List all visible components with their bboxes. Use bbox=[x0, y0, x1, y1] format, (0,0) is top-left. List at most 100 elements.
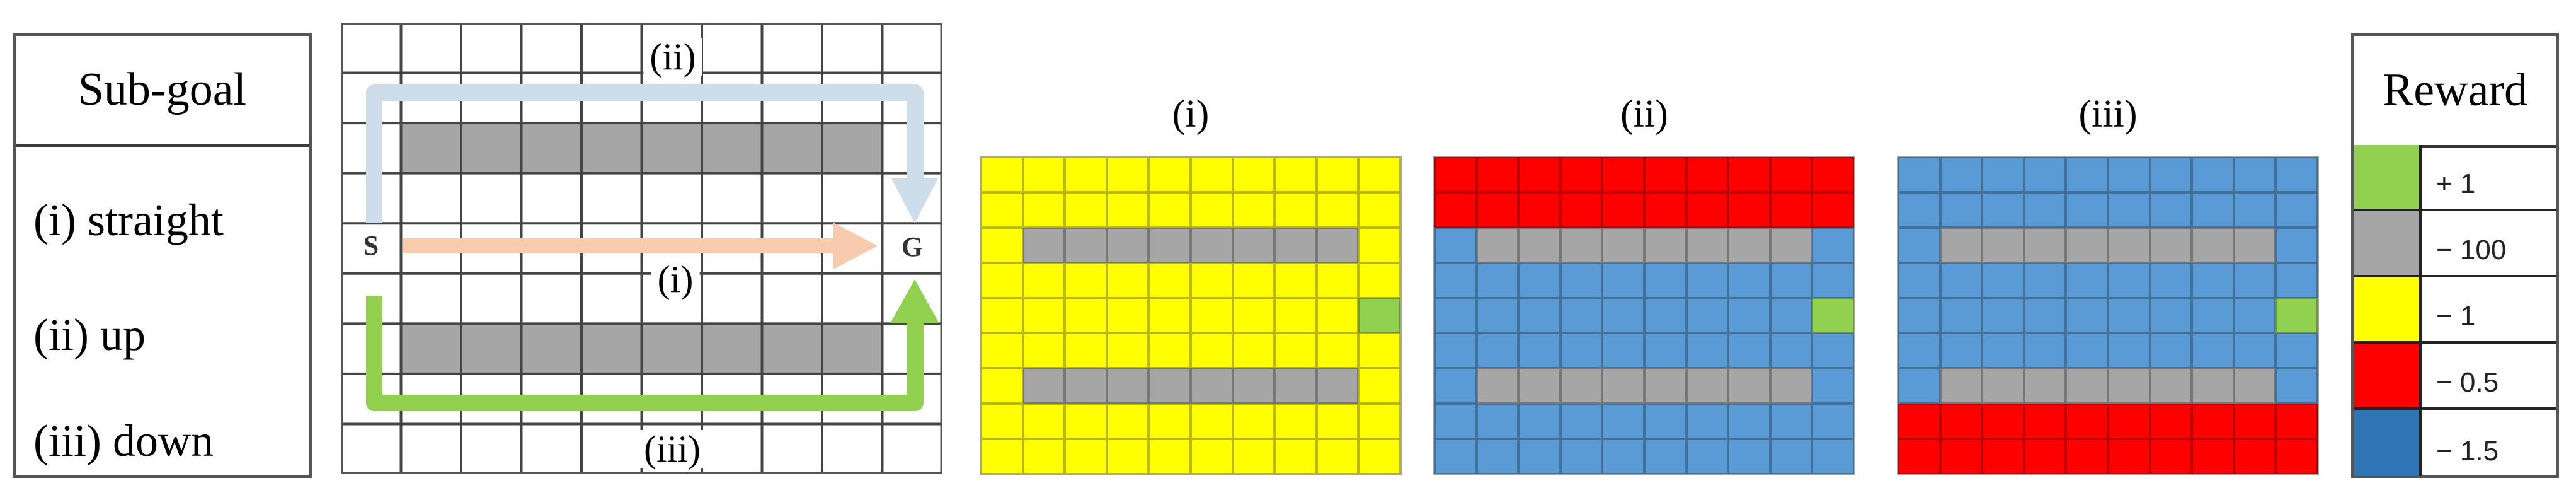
map-cell bbox=[2107, 368, 2150, 404]
map-cell bbox=[1644, 192, 1686, 228]
map-cell bbox=[2024, 368, 2066, 404]
map-cell bbox=[1476, 298, 1519, 334]
map-cell bbox=[2024, 227, 2066, 263]
map-cell bbox=[2150, 333, 2192, 369]
map-cell bbox=[1274, 404, 1317, 439]
map-cell bbox=[981, 192, 1023, 228]
reward-map-straight bbox=[980, 156, 1402, 475]
map-cell bbox=[2066, 333, 2108, 369]
map-cell bbox=[1190, 157, 1233, 192]
map-cell bbox=[1274, 227, 1317, 263]
map-cell bbox=[1728, 368, 1770, 404]
map-cell bbox=[1602, 227, 1644, 263]
map-cell bbox=[1022, 227, 1065, 263]
map-cell bbox=[1728, 439, 1770, 474]
map-cell bbox=[2150, 227, 2192, 263]
map-cell bbox=[1812, 227, 1854, 263]
map-cell bbox=[1148, 157, 1191, 192]
map-cell bbox=[1274, 157, 1317, 192]
map-cell bbox=[981, 404, 1023, 439]
map-cell bbox=[2192, 262, 2234, 298]
map-cell bbox=[1940, 368, 1983, 404]
map-cell bbox=[1602, 333, 1644, 369]
map-cell bbox=[1560, 368, 1603, 404]
map-cell bbox=[1602, 404, 1644, 439]
map-cell bbox=[1434, 262, 1477, 298]
map-cell bbox=[1898, 157, 1940, 192]
map-cell bbox=[2275, 298, 2318, 334]
map-cell bbox=[1232, 404, 1275, 439]
map-cell bbox=[1728, 404, 1770, 439]
arrowhead-down-path bbox=[890, 279, 939, 323]
map-cell bbox=[1434, 333, 1477, 369]
map-cell bbox=[1518, 227, 1560, 263]
map-cell bbox=[981, 333, 1023, 369]
map-cell bbox=[1148, 298, 1191, 334]
map-cell bbox=[2275, 157, 2318, 192]
map-cell bbox=[1022, 192, 1065, 228]
map-title-up: (ii) bbox=[1620, 93, 1668, 136]
map-cell bbox=[981, 368, 1023, 404]
map-cell bbox=[1518, 262, 1560, 298]
map-cell bbox=[1770, 227, 1812, 263]
green-swatch bbox=[2354, 145, 2422, 209]
map-cell bbox=[1065, 333, 1107, 369]
subgoal-straight: (i) straight bbox=[33, 195, 224, 245]
map-cell bbox=[1560, 404, 1603, 439]
red-swatch bbox=[2354, 344, 2422, 407]
map-cell bbox=[1232, 333, 1275, 369]
map-cell bbox=[1358, 404, 1400, 439]
map-cell bbox=[1644, 262, 1686, 298]
map-cell bbox=[1898, 227, 1940, 263]
map-cell bbox=[1812, 262, 1854, 298]
map-cell bbox=[1518, 439, 1560, 474]
reward-legend: Reward + 1 − 100 − 1 − 0.5 − 1.5 bbox=[2351, 33, 2559, 478]
map-cell bbox=[1274, 298, 1317, 334]
map-cell bbox=[1602, 439, 1644, 474]
map-cell bbox=[1982, 227, 2024, 263]
map-cell bbox=[1898, 333, 1940, 369]
map-cell bbox=[1982, 439, 2024, 474]
map-cell bbox=[1940, 298, 1983, 334]
map-cell bbox=[1982, 192, 2024, 228]
map-cell bbox=[1022, 157, 1065, 192]
map-cell bbox=[1190, 298, 1233, 334]
map-cell bbox=[1358, 262, 1400, 298]
map-cell bbox=[1982, 404, 2024, 439]
map-cell bbox=[1560, 227, 1603, 263]
map-cell bbox=[2024, 157, 2066, 192]
map-cell bbox=[2107, 333, 2150, 369]
map-cell bbox=[1898, 439, 1940, 474]
map-cell bbox=[1686, 333, 1729, 369]
map-cell bbox=[1022, 368, 1065, 404]
path-straight bbox=[403, 238, 844, 253]
map-cell bbox=[1644, 157, 1686, 192]
reward-map-down bbox=[1897, 156, 2319, 475]
map-cell bbox=[1274, 262, 1317, 298]
map-cell bbox=[1274, 192, 1317, 228]
map-cell bbox=[1358, 439, 1400, 474]
map-cell bbox=[1982, 262, 2024, 298]
map-cell bbox=[2107, 404, 2150, 439]
map-cell bbox=[2233, 227, 2276, 263]
map-cell bbox=[1190, 368, 1233, 404]
map-cell bbox=[1602, 157, 1644, 192]
map-cell bbox=[1065, 298, 1107, 334]
map-cell bbox=[1812, 157, 1854, 192]
map-cell bbox=[2107, 298, 2150, 334]
map-cell bbox=[1434, 439, 1477, 474]
arrowhead-up-path bbox=[891, 178, 938, 223]
map-cell bbox=[2233, 404, 2276, 439]
map-cell bbox=[2150, 262, 2192, 298]
map-cell bbox=[1065, 157, 1107, 192]
map-cell bbox=[1728, 298, 1770, 334]
map-cell bbox=[1812, 368, 1854, 404]
map-cell bbox=[1065, 262, 1107, 298]
map-cell bbox=[1518, 157, 1560, 192]
map-cell bbox=[1940, 404, 1983, 439]
map-cell bbox=[2233, 439, 2276, 474]
map-cell bbox=[1602, 368, 1644, 404]
map-cell bbox=[2107, 262, 2150, 298]
map-cell bbox=[1316, 333, 1359, 369]
map-cell bbox=[1686, 227, 1729, 263]
